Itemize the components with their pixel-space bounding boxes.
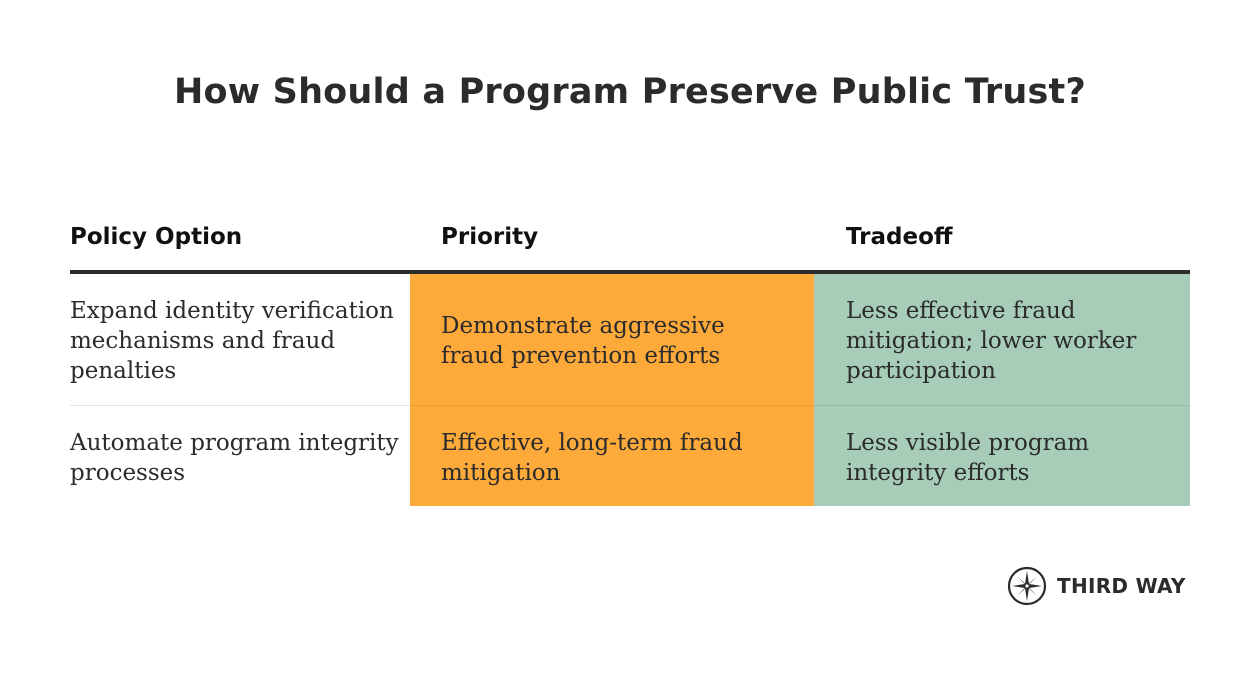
priority-cell: Effective, long-term fraud mitigation: [410, 406, 814, 506]
tradeoff-text: Less visible program integrity efforts: [846, 430, 1090, 486]
column-header-priority: Priority: [441, 224, 539, 250]
table-row: Automate program integrity processes Eff…: [70, 406, 1190, 506]
tradeoff-cell: Less visible program integrity efforts: [814, 406, 1190, 506]
priority-cell: Demonstrate aggressive fraud prevention …: [410, 274, 814, 406]
column-header-tradeoff: Tradeoff: [846, 224, 953, 250]
policy-text: Automate program integrity processes: [70, 430, 399, 486]
compass-star-icon: [1007, 566, 1047, 606]
policy-text: Expand identity verification mechanisms …: [70, 298, 394, 384]
policy-cell: Automate program integrity processes: [70, 406, 410, 506]
tradeoff-cell: Less effective fraud mitigation; lower w…: [814, 274, 1190, 406]
column-header-policy-option: Policy Option: [70, 224, 243, 250]
comparison-table: Policy Option Priority Tradeoff Expand i…: [70, 220, 1190, 506]
page-title: How Should a Program Preserve Public Tru…: [174, 72, 1086, 112]
tradeoff-text: Less effective fraud mitigation; lower w…: [846, 298, 1137, 384]
policy-cell: Expand identity verification mechanisms …: [70, 274, 410, 406]
priority-text: Effective, long-term fraud mitigation: [441, 430, 743, 486]
table-row: Expand identity verification mechanisms …: [70, 274, 1190, 406]
third-way-logo: THIRD WAY: [1007, 566, 1186, 606]
table-header-row: Policy Option Priority Tradeoff: [70, 220, 1190, 274]
logo-text: THIRD WAY: [1057, 574, 1186, 598]
priority-text: Demonstrate aggressive fraud prevention …: [441, 313, 725, 369]
